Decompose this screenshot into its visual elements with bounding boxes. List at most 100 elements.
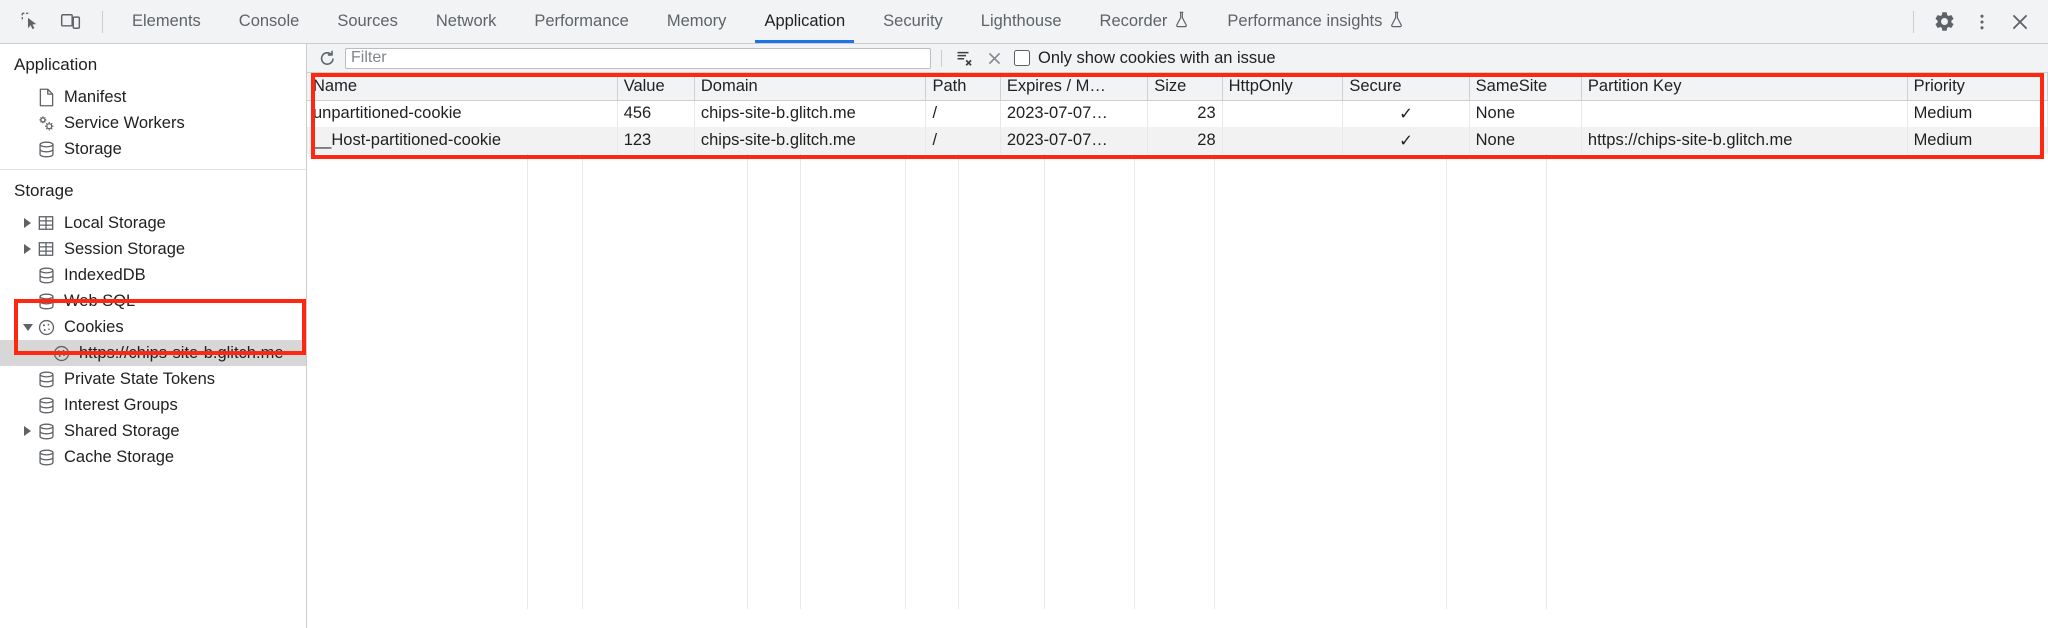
tab-performance[interactable]: Performance: [515, 0, 647, 43]
cookies-toolbar: Only show cookies with an issue: [307, 44, 2048, 73]
cell-path: /: [925, 127, 1001, 154]
tab-elements[interactable]: Elements: [113, 0, 220, 43]
column-header-value[interactable]: Value: [617, 73, 695, 101]
sidebar-item-label: Session Storage: [64, 239, 186, 258]
sidebar-item-indexeddb[interactable]: IndexedDB: [0, 262, 306, 288]
database-icon: [35, 265, 57, 285]
sidebar-item-label: Shared Storage: [64, 421, 180, 440]
sidebar-item-label: Local Storage: [64, 213, 166, 232]
sidebar-item-interest-groups[interactable]: Interest Groups: [0, 392, 306, 418]
cell-domain: chips-site-b.glitch.me: [694, 127, 927, 154]
tab-recorder[interactable]: Recorder: [1081, 0, 1209, 43]
sidebar-item-web-sql[interactable]: Web SQL: [0, 288, 306, 314]
sidebar-item-label: Private State Tokens: [64, 369, 216, 388]
cell-samesite: None: [1469, 127, 1582, 154]
column-header-domain[interactable]: Domain: [694, 73, 927, 101]
tab-console[interactable]: Console: [220, 0, 319, 43]
table-header-row: Name Value Domain Path Expires / M… Size…: [307, 73, 2048, 101]
cell-path: /: [925, 100, 1001, 127]
tabbar-divider-right: [1913, 10, 1914, 33]
table-icon: [35, 239, 57, 259]
sidebar-item-shared-storage[interactable]: Shared Storage: [0, 418, 306, 444]
column-header-samesite[interactable]: SameSite: [1469, 73, 1582, 101]
database-icon: [35, 447, 57, 467]
column-header-partition-key[interactable]: Partition Key: [1581, 73, 1908, 101]
sidebar-item-storage[interactable]: Storage: [0, 136, 306, 162]
table-empty-area: [307, 154, 2048, 609]
sidebar-section-application: Application Manifest: [0, 44, 306, 162]
database-icon: [35, 291, 57, 311]
clear-filter-icon[interactable]: [952, 46, 976, 70]
cell-partition-key: [1581, 100, 1908, 127]
cell-name: __Host-partitioned-cookie: [307, 127, 618, 154]
sidebar-item-service-workers[interactable]: Service Workers: [0, 110, 306, 136]
sidebar-item-label: Cookies: [64, 317, 124, 336]
refresh-icon[interactable]: [315, 46, 339, 70]
tab-lighthouse[interactable]: Lighthouse: [962, 0, 1081, 43]
sidebar-item-manifest[interactable]: Manifest: [0, 84, 306, 110]
close-icon[interactable]: [2002, 4, 2038, 40]
document-icon: [35, 87, 57, 107]
application-sidebar: Application Manifest: [0, 44, 307, 628]
tab-security[interactable]: Security: [864, 0, 962, 43]
column-header-httponly[interactable]: HttpOnly: [1222, 73, 1344, 101]
cookies-table: Name Value Domain Path Expires / M… Size…: [307, 73, 2048, 154]
sidebar-section-storage: Storage Local Storage: [0, 170, 306, 470]
cookie-icon: [35, 317, 57, 337]
toolbar-divider: [941, 49, 942, 67]
sidebar-item-label: Cache Storage: [64, 447, 175, 466]
tab-performance-insights[interactable]: Performance insights: [1208, 0, 1423, 43]
cell-value: 123: [617, 127, 695, 154]
sidebar-divider: [0, 169, 306, 170]
tab-network[interactable]: Network: [417, 0, 516, 43]
tab-memory[interactable]: Memory: [648, 0, 746, 43]
only-issues-label: Only show cookies with an issue: [1038, 48, 1276, 67]
tab-label: Elements: [132, 12, 201, 30]
expand-triangle-icon[interactable]: [20, 244, 35, 254]
sidebar-item-cache-storage[interactable]: Cache Storage: [0, 444, 306, 470]
device-toolbar-icon[interactable]: [52, 4, 88, 40]
only-issues-checkbox[interactable]: [1014, 50, 1030, 66]
cell-domain: chips-site-b.glitch.me: [694, 100, 927, 127]
cell-partition-key: https://chips-site-b.glitch.me: [1581, 127, 1908, 154]
column-header-path[interactable]: Path: [925, 73, 1001, 101]
database-icon: [35, 421, 57, 441]
experiment-flask-icon: [1389, 11, 1404, 33]
column-header-priority[interactable]: Priority: [1907, 73, 2048, 101]
expand-triangle-icon[interactable]: [20, 426, 35, 436]
database-icon: [35, 369, 57, 389]
devtools-tabbar: Elements Console Sources Network Perform…: [0, 0, 2048, 44]
tab-label: Lighthouse: [980, 12, 1062, 30]
tab-application[interactable]: Application: [745, 0, 864, 43]
sidebar-item-cookie-origin[interactable]: https://chips-site-b.glitch.me: [0, 340, 306, 366]
only-issues-checkbox-row[interactable]: Only show cookies with an issue: [1014, 49, 1276, 68]
column-header-secure[interactable]: Secure: [1342, 73, 1470, 101]
sidebar-item-private-state-tokens[interactable]: Private State Tokens: [0, 366, 306, 392]
table-row[interactable]: unpartitioned-cookie 456 chips-site-b.gl…: [307, 100, 2048, 127]
sidebar-item-cookies[interactable]: Cookies: [0, 314, 306, 340]
kebab-menu-icon[interactable]: [1964, 4, 2000, 40]
expand-triangle-icon[interactable]: [20, 218, 35, 228]
cell-samesite: None: [1469, 100, 1582, 127]
column-header-name[interactable]: Name: [307, 73, 618, 101]
gear-icon[interactable]: [1926, 4, 1962, 40]
cell-name: unpartitioned-cookie: [307, 100, 618, 127]
sidebar-item-local-storage[interactable]: Local Storage: [0, 210, 306, 236]
service-workers-icon: [35, 113, 57, 133]
database-icon: [35, 395, 57, 415]
tab-label: Network: [435, 12, 497, 30]
collapse-triangle-icon[interactable]: [20, 323, 35, 331]
filter-input[interactable]: [345, 47, 931, 69]
table-row[interactable]: __Host-partitioned-cookie 123 chips-site…: [307, 127, 2048, 154]
tab-label: Performance insights: [1227, 12, 1383, 30]
tab-sources[interactable]: Sources: [318, 0, 417, 43]
sidebar-item-session-storage[interactable]: Session Storage: [0, 236, 306, 262]
inspect-cursor-icon[interactable]: [12, 4, 48, 40]
devtools-body: Application Manifest: [0, 44, 2048, 628]
column-header-expires[interactable]: Expires / M…: [1000, 73, 1149, 101]
sidebar-item-label: Web SQL: [64, 291, 136, 310]
tab-label: Memory: [666, 12, 727, 30]
cell-value: 456: [617, 100, 695, 127]
column-header-size[interactable]: Size: [1147, 73, 1223, 101]
clear-all-icon[interactable]: [982, 46, 1006, 70]
